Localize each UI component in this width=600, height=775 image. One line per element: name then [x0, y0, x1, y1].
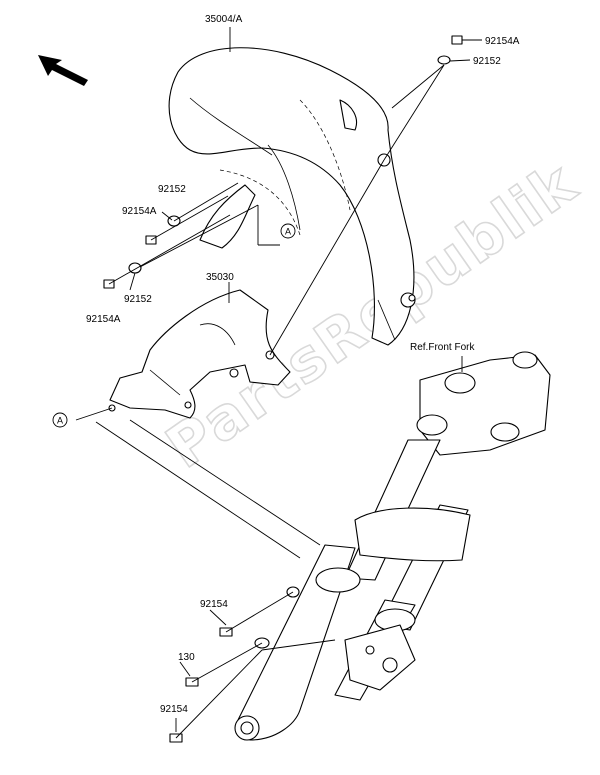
label-bolt-right: 92154 — [200, 599, 228, 610]
label-bolt-130: 130 — [178, 652, 195, 663]
arrow-up-left-icon — [38, 55, 88, 86]
leader-lines — [75, 27, 482, 739]
label-bolt-a-top: 92154A — [485, 36, 520, 47]
callout-a-left: A — [52, 412, 68, 428]
svg-text:A: A — [57, 416, 63, 426]
front-fender[interactable] — [168, 47, 416, 346]
label-reference: Ref.Front Fork — [410, 342, 475, 353]
label-bolt-bottom: 92154 — [160, 704, 188, 715]
label-bolt-a-left-lower: 92154A — [86, 314, 121, 325]
callout-a-right: A — [280, 223, 296, 239]
label-washer-left-upper: 92152 — [158, 184, 186, 195]
svg-text:A: A — [285, 227, 291, 237]
label-washer-left-lower: 92152 — [124, 294, 152, 305]
front-fork[interactable] — [234, 351, 551, 741]
label-washer-top: 92152 — [473, 56, 501, 67]
fender-bracket[interactable] — [108, 289, 291, 419]
label-fender-bracket: 35030 — [206, 272, 234, 283]
label-front-fender: 35004/A — [205, 14, 243, 25]
label-bolt-a-left-upper: 92154A — [122, 206, 157, 217]
